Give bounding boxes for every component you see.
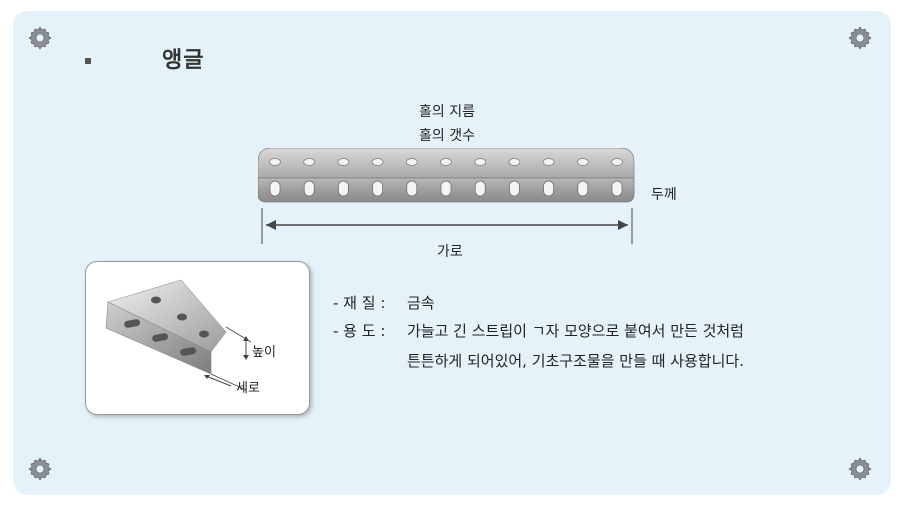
angle-photo	[105, 279, 252, 391]
strip-top-hole	[542, 158, 555, 166]
thickness-label: 두께	[651, 187, 677, 203]
strip-front-slot	[406, 180, 418, 197]
strip-top-hole	[269, 158, 281, 166]
width-label: 가로	[437, 244, 463, 260]
gear-icon	[28, 26, 52, 50]
usage-line-1: 가늘고 긴 스트립이 ㄱ자 모양으로 붙여서 만든 것처럼	[407, 322, 744, 340]
strip-front-slot	[440, 180, 452, 197]
material-label: - 재 질 :	[333, 294, 386, 312]
usage-line-2: 튼튼하게 되어있어, 기초구조물을 만들 때 사용합니다.	[407, 352, 744, 370]
strip-top-hole	[576, 158, 589, 166]
strip-front-slot	[509, 180, 520, 197]
gear-icon	[28, 457, 52, 481]
strip-top-hole	[474, 158, 487, 166]
hole-diameter-label: 홀의 지름	[419, 104, 475, 120]
strip-front-slot	[372, 180, 383, 197]
strip-front-slot	[577, 180, 589, 197]
strip-top-hole	[371, 158, 384, 166]
strip-top-hole	[508, 158, 521, 166]
strip-top-hole	[303, 158, 316, 166]
material-value: 금속	[407, 294, 435, 312]
strip-top-hole	[611, 158, 623, 166]
strip-front-slot	[543, 180, 554, 197]
strip-front-slot	[474, 180, 486, 197]
strip-top-hole	[337, 158, 350, 166]
gear-icon	[848, 26, 872, 50]
gear-icon	[848, 457, 872, 481]
strip-front-slot	[269, 180, 281, 197]
usage-label: - 용 도 :	[333, 322, 386, 340]
strip-top-hole	[405, 158, 418, 166]
strip-top-hole	[440, 158, 452, 166]
page-title: 앵글	[162, 48, 205, 73]
strip-front-slot	[303, 180, 315, 197]
angle-strip-diagram	[258, 148, 635, 244]
photo-height-label: 높이	[252, 345, 276, 360]
strip-front-slot	[338, 180, 349, 197]
photo-length-label: 세로	[236, 381, 260, 396]
title-bullet	[85, 58, 91, 64]
strip-front-slot	[611, 180, 623, 197]
hole-count-label: 홀의 갯수	[419, 128, 475, 144]
angle-photo-card: 높이 세로	[85, 261, 310, 415]
